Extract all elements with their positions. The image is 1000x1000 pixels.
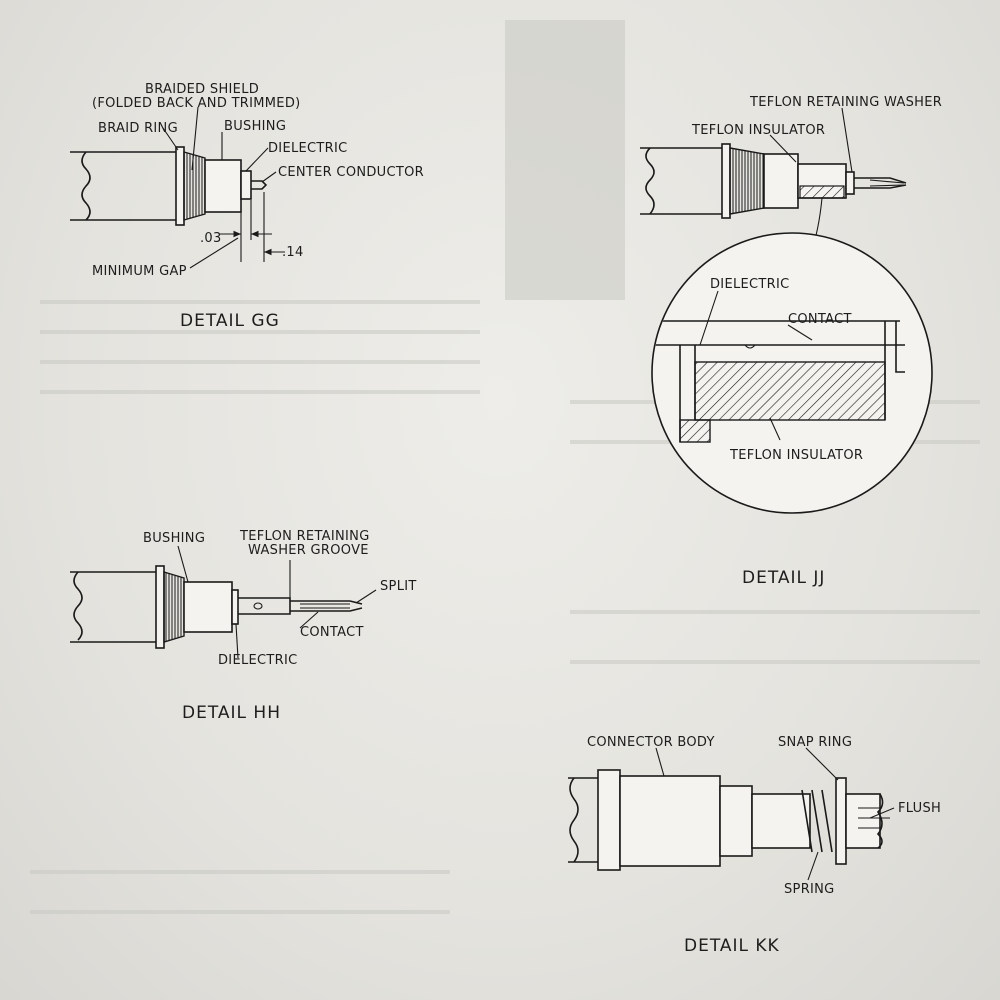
teflon-insulator-section [694,361,886,421]
connector-body [619,775,721,867]
snap-ring [835,777,847,865]
label-teflon-insulator: TEFLON INSULATOR [691,123,825,138]
braided-shield [183,151,206,221]
braided-shield [163,571,185,643]
teflon-insulator-hatched [799,185,845,199]
label-dielectric: DIELECTRIC [268,141,347,156]
braid-ring [721,143,731,219]
label-braided-shield: BRAIDED SHIELD [145,82,259,97]
bushing [183,581,233,633]
connector-collar [719,785,753,857]
detail-gg: BRAIDED SHIELD (FOLDED BACK AND TRIMMED)… [70,82,424,331]
detail-hh: BUSHING TEFLON RETAINING WASHER GROOVE S… [70,529,417,723]
label-contact: CONTACT [300,625,364,640]
label-bushing: BUSHING [143,531,205,546]
braid-ring [175,146,185,226]
label-contact-magnified: CONTACT [788,312,852,327]
label-connector-body: CONNECTOR BODY [587,735,715,750]
label-teflon-insulator-magnified: TEFLON INSULATOR [729,448,863,463]
connector-nut [597,769,621,871]
label-teflon-retaining: TEFLON RETAINING [239,529,370,544]
detail-kk: CONNECTOR BODY SNAP RING FLUSH SPRING DE… [568,735,941,956]
bushing [763,153,799,209]
label-spring: SPRING [784,882,835,897]
label-dim-14: .14 [282,245,304,260]
caption-detail-gg: DETAIL GG [180,311,280,331]
dielectric [240,170,252,200]
label-flush: FLUSH [898,801,941,816]
label-center-conductor: CENTER CONDUCTOR [278,165,424,180]
label-folded-back: (FOLDED BACK AND TRIMMED) [92,96,301,111]
connector-sleeve [751,793,811,849]
caption-detail-hh: DETAIL HH [182,703,281,723]
label-bushing: BUSHING [224,119,286,134]
braided-shield [729,147,765,215]
label-washer-groove: WASHER GROOVE [248,543,369,558]
label-split: SPLIT [380,579,417,594]
caption-detail-jj: DETAIL JJ [742,568,825,588]
bushing [204,159,242,213]
label-dielectric: DIELECTRIC [218,653,297,668]
label-braid-ring: BRAID RING [98,121,178,136]
caption-detail-kk: DETAIL KK [684,936,780,956]
label-minimum-gap: MINIMUM GAP [92,264,187,279]
braid-ring [155,565,165,649]
spring [801,789,833,853]
label-dim-03: .03 [200,231,222,246]
connector-front [845,793,881,849]
label-snap-ring: SNAP RING [778,735,852,750]
retaining-washer [845,171,855,195]
label-teflon-retaining-washer: TEFLON RETAINING WASHER [749,95,942,110]
detail-jj: TEFLON RETAINING WASHER TEFLON INSULATOR… [640,95,942,588]
label-dielectric-magnified: DIELECTRIC [710,277,789,292]
dielectric [231,589,239,625]
